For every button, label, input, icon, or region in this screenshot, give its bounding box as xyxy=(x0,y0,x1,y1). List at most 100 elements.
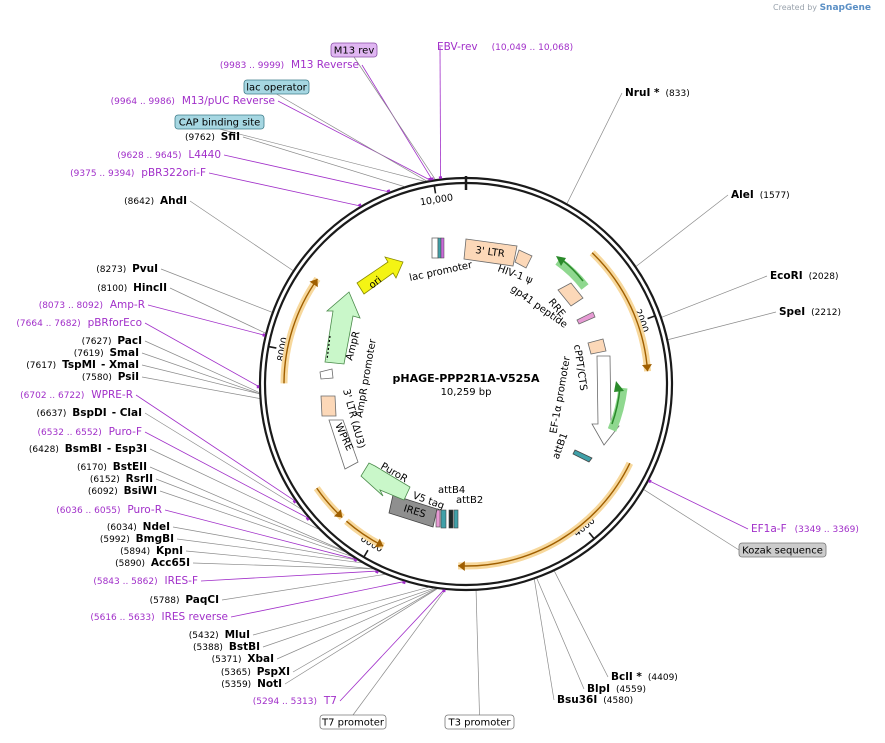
primer-pos: (3349 .. 3369) xyxy=(795,525,859,535)
enzyme-leader xyxy=(554,571,608,677)
enzyme-label[interactable]: Bsu36I(4580) xyxy=(557,694,633,706)
boxed-label-text: T3 promoter xyxy=(447,718,511,729)
enzyme-pos: (7619) xyxy=(74,349,107,359)
enzyme-label[interactable]: (6034) NdeI xyxy=(107,521,170,533)
enzyme-leader xyxy=(636,195,728,266)
primer-label[interactable]: (5294 .. 5313) T7 xyxy=(253,695,337,707)
primer-label[interactable]: (6036 .. 6055) Puro-R xyxy=(56,504,162,516)
primer-label[interactable]: (9983 .. 9999) M13 Reverse xyxy=(220,59,359,71)
enzyme-label[interactable]: (5371) XbaI xyxy=(212,653,274,665)
primer-label[interactable]: (5616 .. 5633) IRES reverse xyxy=(90,611,228,623)
enzyme-leader xyxy=(243,137,404,187)
primer-label[interactable]: (6702 .. 6722) WPRE-R xyxy=(20,389,133,401)
primer-pos: (5843 .. 5862) xyxy=(93,577,160,587)
primer-mark xyxy=(354,559,357,561)
enzyme-name-alt: - ClaI xyxy=(112,407,142,419)
box-leader xyxy=(644,490,739,550)
primer-label[interactable]: (8073 .. 8092) Amp-R xyxy=(39,299,145,311)
primer-leader xyxy=(209,173,360,206)
enzyme-label[interactable]: (5388) BstBI xyxy=(193,641,260,653)
enzyme-leader xyxy=(145,341,259,393)
primer-pos: (6532 .. 6552) xyxy=(38,428,105,438)
enzyme-label[interactable]: (9762) SfiI xyxy=(185,131,240,143)
enzyme-label[interactable]: SpeI(2212) xyxy=(779,306,841,318)
enzyme-name: MluI xyxy=(225,629,250,641)
box-leader xyxy=(476,591,479,715)
enzyme-label[interactable]: (8642) AhdI xyxy=(124,195,187,207)
enzyme-pos: (5890) xyxy=(115,559,148,569)
primer-label[interactable]: (7664 .. 7682) pBRforEco xyxy=(16,317,142,329)
primer-label[interactable]: (9628 .. 9645) L4440 xyxy=(117,149,221,161)
enzyme-pos: (7617) xyxy=(26,361,59,371)
primer-label[interactable]: (5843 .. 5862) IRES-F xyxy=(93,575,198,587)
enzyme-pos: (8100) xyxy=(97,284,130,294)
enzyme-leader xyxy=(534,579,554,700)
enzyme-name: BsmBI xyxy=(65,443,102,455)
enzyme-pos: (9762) xyxy=(185,133,218,143)
enzyme-label[interactable]: BclI *(4409) xyxy=(611,671,678,683)
enzyme-label[interactable]: (8100) HincII xyxy=(97,282,167,294)
feature-3ltr-du3 xyxy=(321,396,336,416)
primer-label[interactable]: EBV-rev(10,049 .. 10,068) xyxy=(437,41,573,53)
enzyme-leader xyxy=(293,589,436,672)
enzyme-label[interactable]: (5432) MluI xyxy=(189,629,250,641)
feature-cap-site xyxy=(441,238,444,258)
feature-label-cppt: cPPT/CTS xyxy=(571,344,588,392)
tick-mark xyxy=(269,347,277,348)
primer-label[interactable]: EF1a-F(3349 .. 3369) xyxy=(751,523,859,535)
primer-mark xyxy=(358,204,361,206)
enzyme-label[interactable]: (7627) PacI xyxy=(82,335,142,347)
feature-lac-operator xyxy=(438,238,441,258)
enzyme-label[interactable]: (8273) PvuI xyxy=(96,263,158,275)
enzyme-label[interactable]: AleI(1577) xyxy=(731,189,790,201)
primer-name: Amp-R xyxy=(110,299,145,311)
enzyme-label[interactable]: (5890) Acc65I xyxy=(115,557,190,569)
enzyme-label[interactable]: EcoRI(2028) xyxy=(770,270,839,282)
enzyme-label[interactable]: (7580) PsiI xyxy=(82,371,139,383)
primer-name: IRES reverse xyxy=(162,611,229,623)
boxed-label-text: lac operator xyxy=(246,83,307,94)
feature-label-attb2: attB2 xyxy=(456,495,483,506)
enzyme-label[interactable]: (6428) BsmBI- Esp3I xyxy=(29,443,147,455)
enzyme-label[interactable]: NruI *(833) xyxy=(625,87,690,99)
enzyme-leader xyxy=(567,93,622,203)
enzyme-pos: (6637) xyxy=(36,409,69,419)
primer-pos: (9628 .. 9645) xyxy=(117,151,184,161)
enzyme-label[interactable]: (6092) BsiWI xyxy=(88,485,157,497)
primer-label[interactable]: (9964 .. 9986) M13/pUC Reverse xyxy=(111,95,275,107)
enzyme-leader xyxy=(263,588,433,647)
primer-name: L4440 xyxy=(188,149,221,161)
primer-leader xyxy=(136,395,295,501)
enzyme-label[interactable]: (7617) TspMI- XmaI xyxy=(26,359,139,371)
primer-name: pBRforEco xyxy=(88,317,142,329)
enzyme-pos: (4559) xyxy=(616,685,646,695)
credit: Created by SnapGene xyxy=(773,3,871,13)
feature-label-lac-promoter: lac promoter xyxy=(408,260,474,284)
primer-mark xyxy=(376,571,379,572)
primer-label[interactable]: (9375 .. 9394) pBR322ori-F xyxy=(70,167,206,179)
enzyme-label[interactable]: (5894) KpnI xyxy=(120,545,183,557)
tick-label: 10,000 xyxy=(419,192,454,208)
enzyme-leader xyxy=(145,413,301,509)
enzyme-label[interactable]: (6152) RsrII xyxy=(90,473,153,485)
tick-mark xyxy=(648,316,656,319)
enzyme-label[interactable]: (5359) NotI xyxy=(221,678,282,690)
enzyme-label[interactable]: (5365) PspXI xyxy=(221,666,290,678)
primer-mark xyxy=(263,334,264,337)
enzyme-name: PspXI xyxy=(257,666,290,678)
enzyme-pos: (5432) xyxy=(189,631,222,641)
enzyme-label[interactable]: (6170) BstEII xyxy=(77,461,147,473)
enzyme-pos: (5371) xyxy=(212,655,245,665)
primer-label[interactable]: (6532 .. 6552) Puro-F xyxy=(38,426,142,438)
primer-mark xyxy=(387,190,390,191)
credit-text: Created by xyxy=(773,3,817,12)
enzyme-label[interactable]: (6637) BspDI- ClaI xyxy=(36,407,142,419)
enzyme-label[interactable]: (5788) PaqCI xyxy=(150,594,219,606)
enzyme-pos: (6034) xyxy=(107,523,140,533)
enzyme-label[interactable]: (7619) SmaI xyxy=(74,347,139,359)
enzyme-leader xyxy=(142,365,259,394)
enzyme-label[interactable]: (5992) BmgBI xyxy=(100,533,174,545)
feature-attb4 xyxy=(441,510,446,528)
primer-leader xyxy=(278,101,430,180)
primer-name: pBR322ori-F xyxy=(141,167,206,179)
